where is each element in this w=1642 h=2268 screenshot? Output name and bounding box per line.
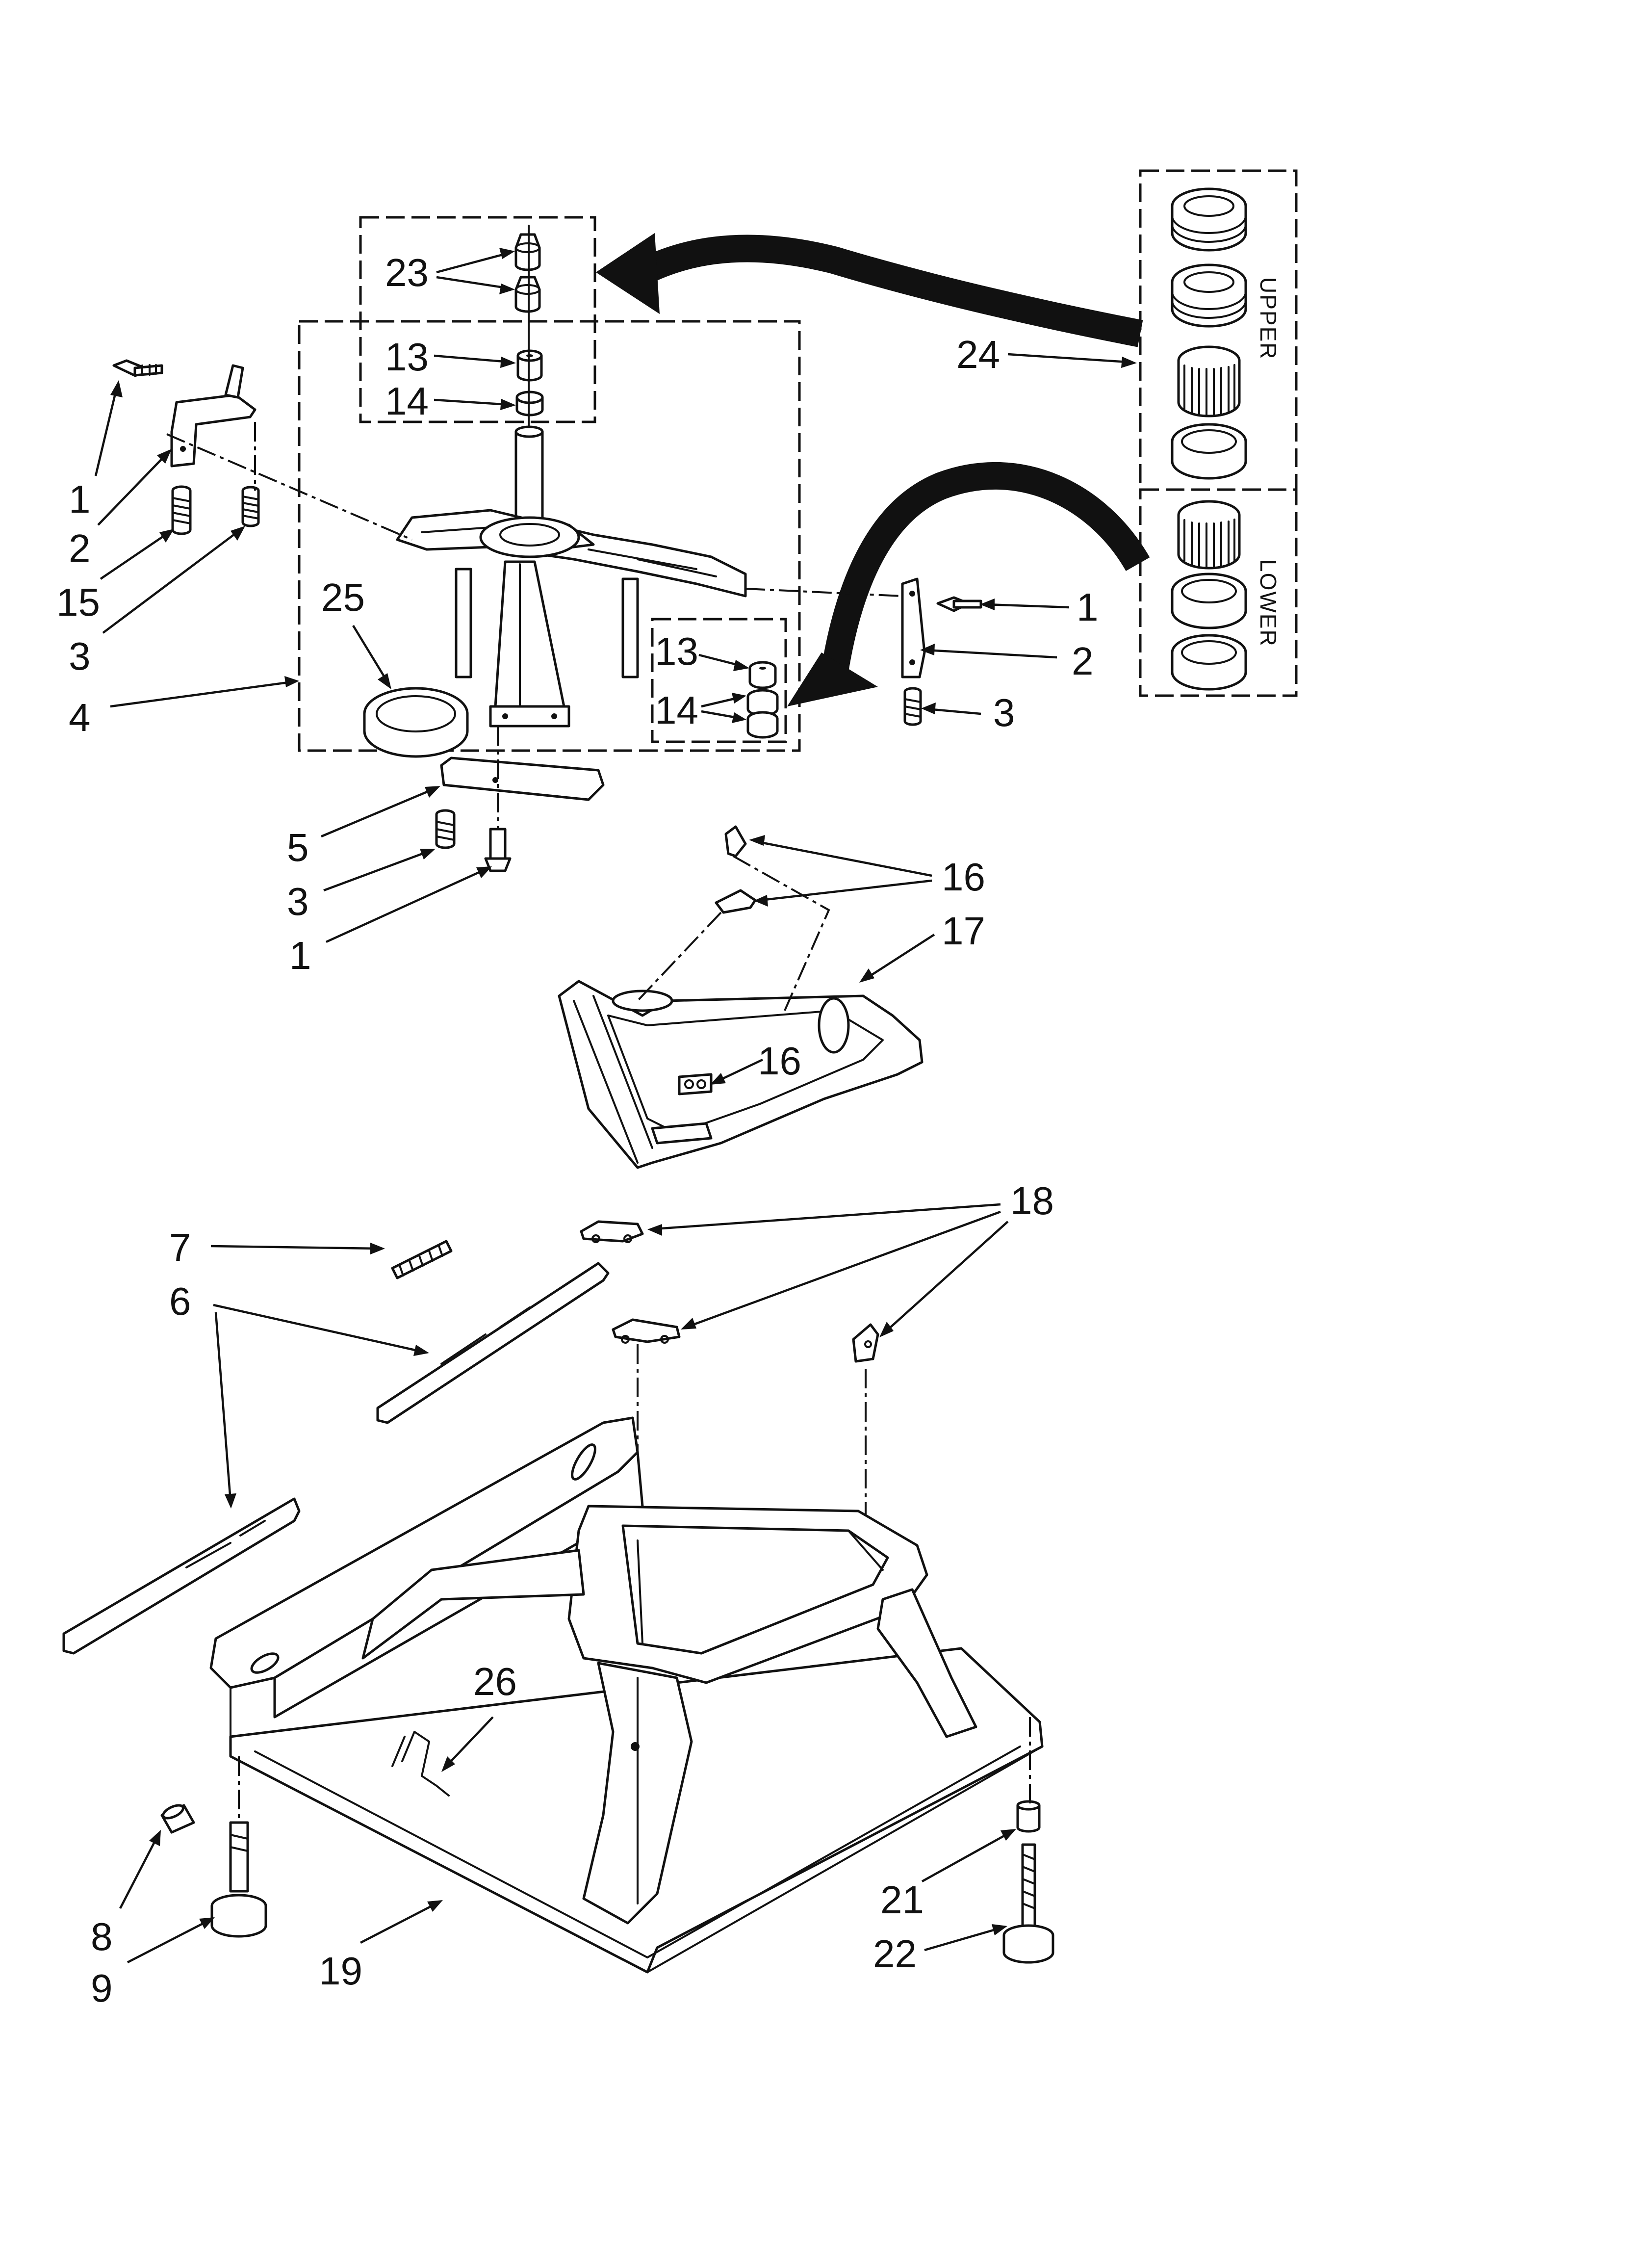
callout-23: 23 <box>385 251 429 294</box>
spring-7 <box>391 1240 453 1279</box>
callout-9: 9 <box>91 1966 113 2010</box>
callout-18: 18 <box>1010 1179 1054 1223</box>
callout-16b: 16 <box>758 1039 801 1083</box>
leader-lines <box>94 248 1137 1964</box>
callout-13b: 13 <box>655 629 698 673</box>
large-arrow-lower <box>787 462 1150 706</box>
callout-7: 7 <box>169 1225 191 1269</box>
leveling-leg-right <box>1002 1800 1054 1964</box>
suspension-assembly <box>396 425 747 728</box>
callout-24: 24 <box>956 333 1000 376</box>
callout-14b: 14 <box>655 688 698 732</box>
callout-1: 1 <box>69 477 91 521</box>
box-suspension-assembly <box>298 320 801 752</box>
callout-4: 4 <box>69 696 91 739</box>
callout-8: 8 <box>91 1915 113 1958</box>
callout-15: 15 <box>56 580 100 624</box>
callout-16: 16 <box>942 855 985 899</box>
top-frame <box>558 980 924 1169</box>
callout-3b: 3 <box>993 691 1015 734</box>
left-hardware <box>112 359 260 535</box>
bottom-hardware <box>435 756 605 872</box>
bushing-kit-lower-parts <box>1171 500 1247 691</box>
callout-19: 19 <box>319 1949 362 1993</box>
pads-18 <box>580 1220 879 1363</box>
callout-6: 6 <box>169 1279 191 1323</box>
bushing-kit-upper-parts <box>1171 187 1247 480</box>
callout-1b: 1 <box>1077 585 1099 629</box>
callout-2b: 2 <box>1072 639 1094 683</box>
callout-25: 25 <box>321 575 365 619</box>
frame-pads <box>678 825 757 1095</box>
callout-21: 21 <box>880 1878 924 1922</box>
strips-6 <box>62 1262 610 1655</box>
callout-3: 3 <box>69 634 91 678</box>
large-arrow-upper <box>596 233 1143 347</box>
callout-14: 14 <box>385 379 429 423</box>
callout-26: 26 <box>473 1660 517 1703</box>
right-hardware <box>901 577 982 726</box>
hook-26 <box>391 1731 450 1797</box>
label-upper: UPPER <box>1256 277 1281 360</box>
ring-seal <box>363 687 469 758</box>
callout-3c: 3 <box>287 880 309 923</box>
box-upper-bushings <box>359 216 596 423</box>
callout-2: 2 <box>69 526 91 570</box>
label-lower: LOWER <box>1256 559 1281 647</box>
box-lower-bushings <box>651 618 787 743</box>
lower-bushings <box>746 661 779 739</box>
leveling-leg-left <box>160 1804 267 1938</box>
callout-13: 13 <box>385 335 429 379</box>
callout-1c: 1 <box>289 934 311 977</box>
callout-17: 17 <box>942 909 985 953</box>
callout-5: 5 <box>287 826 309 869</box>
callout-22: 22 <box>873 1932 917 1976</box>
box-bushing-kit-lower <box>1139 488 1298 697</box>
callout-numbers: 23 13 14 24 1 2 15 3 4 25 13 14 1 2 3 5 … <box>56 251 1099 2010</box>
base-cabinet <box>209 1416 1044 1974</box>
